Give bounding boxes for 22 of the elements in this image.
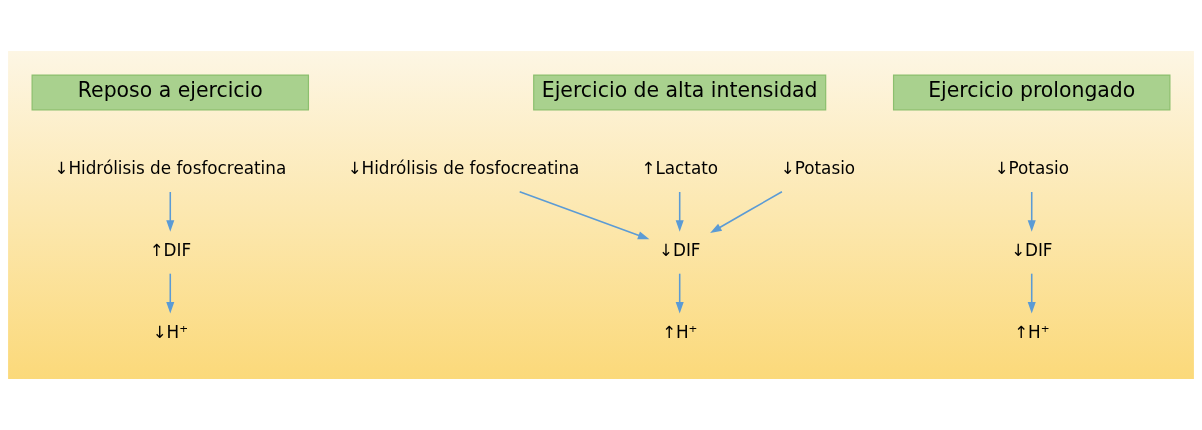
- node-box: Ejercicio de alta intensidad: [533, 74, 827, 111]
- node-text: ↓H⁺: [152, 321, 189, 342]
- arrow: [166, 191, 175, 232]
- arrow: [675, 191, 684, 232]
- node-box: Ejercicio prolongado: [892, 74, 1171, 111]
- node-box: Reposo a ejercicio: [31, 74, 310, 111]
- arrow: [1027, 272, 1036, 314]
- node-text: ↓Hidrólisis de fosfocreatina: [347, 158, 580, 179]
- node-text: ↓Potasio: [780, 158, 856, 179]
- arrow: [710, 191, 783, 233]
- node-text: ↓Hidrólisis de fosfocreatina: [54, 158, 287, 179]
- arrow: [1027, 191, 1036, 232]
- arrow: [518, 191, 650, 240]
- node-text: ↓DIF: [658, 240, 701, 261]
- arrow: [675, 272, 684, 314]
- node-text: ↑Lactato: [641, 158, 719, 179]
- node-text: ↑H⁺: [661, 321, 698, 342]
- node-text: ↓Potasio: [994, 158, 1069, 179]
- node-text: ↓DIF: [1010, 240, 1053, 261]
- node-text: ↑H⁺: [1013, 321, 1050, 342]
- arrow: [166, 272, 175, 314]
- node-text: ↑DIF: [149, 240, 192, 261]
